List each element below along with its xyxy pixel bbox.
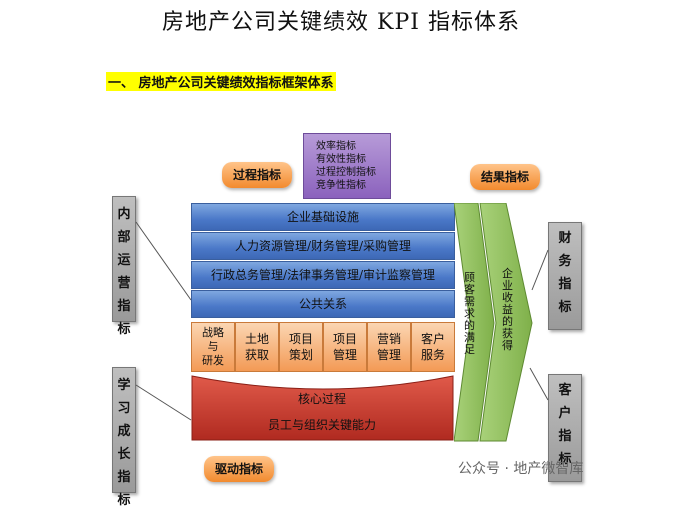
financial-label: 财务指标 (548, 222, 582, 330)
core-process-label: 核心过程 (297, 392, 346, 406)
indicator-types-box: 效率指标 有效性指标 过程控制指标 竞争性指标 (303, 133, 391, 199)
core-process-block (191, 375, 454, 441)
enterprise-returns-label: 企业收益的获得 (502, 267, 513, 352)
band-infrastructure: 企业基础设施 (191, 203, 455, 231)
internal-operations-label: 内部运营指标 (112, 196, 136, 337)
band-admin-legal-audit: 行政总务管理/法律事务管理/审计监察管理 (191, 261, 455, 289)
cell-land-acquisition: 土地获取 (235, 322, 279, 372)
cell-marketing-management: 营销管理 (367, 322, 411, 372)
driver-indicator-callout: 驱动指标 (204, 456, 274, 482)
process-indicator-callout: 过程指标 (222, 162, 292, 188)
cell-customer-service: 客户服务 (411, 322, 455, 372)
cell-project-planning: 项目策划 (279, 322, 323, 372)
section-heading: 一、 房地产公司关键绩效指标框架体系 (106, 72, 336, 91)
connector-lines (135, 221, 549, 421)
outcome-arrows (454, 203, 533, 442)
band-public-relations: 公共关系 (191, 290, 455, 318)
learning-growth-label: 学习成长指标 (112, 367, 136, 508)
watermark: 公众号 · 地产微智库 (458, 461, 584, 477)
customer-label: 客户指标 (548, 374, 582, 482)
employee-capability-label: 员工与组织关键能力 (267, 418, 376, 432)
cell-project-management: 项目管理 (323, 322, 367, 372)
result-indicator-callout: 结果指标 (470, 164, 540, 190)
customer-needs-met-label: 顾客需求的满足 (464, 271, 475, 356)
band-hr-finance-procurement: 人力资源管理/财务管理/采购管理 (191, 232, 455, 260)
page-title: 房地产公司关键绩效 KPI 指标体系 (162, 10, 520, 35)
cell-strategy-rd: 战略与研发 (191, 322, 235, 372)
